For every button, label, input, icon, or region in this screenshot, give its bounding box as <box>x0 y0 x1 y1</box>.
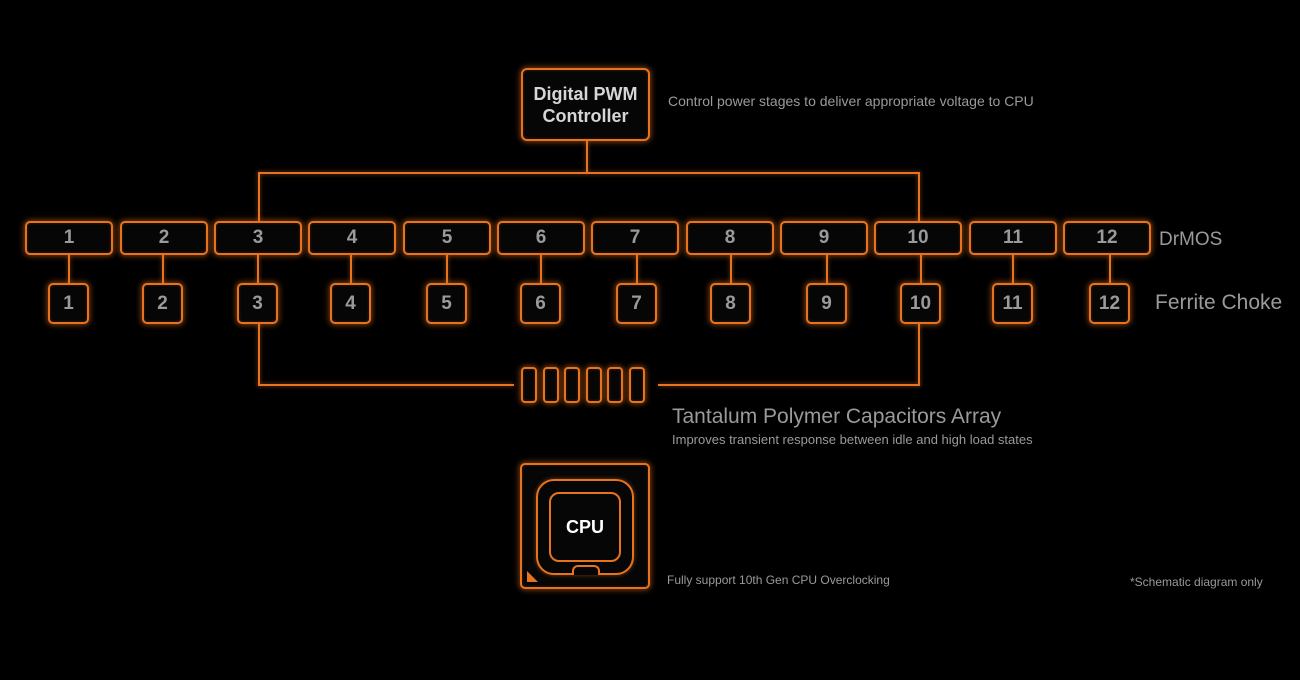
drmos-box: 9 <box>780 221 868 255</box>
ferrite-choke-number: 4 <box>345 292 356 314</box>
drmos-number: 6 <box>535 227 547 248</box>
ferrite-choke-number: 5 <box>441 292 452 314</box>
drmos-number: 7 <box>629 227 641 248</box>
ferrite-choke-number: 12 <box>1098 292 1121 314</box>
ferrite-choke-box: 12 <box>1089 283 1130 324</box>
ferrite-choke-box: 3 <box>237 283 278 324</box>
ferrite-choke-number: 3 <box>252 292 263 314</box>
drmos-box: 5 <box>403 221 491 255</box>
ferrite-choke-box: 2 <box>142 283 183 324</box>
drmos-number: 2 <box>158 227 170 248</box>
schematic-footnote: *Schematic diagram only <box>1130 575 1263 589</box>
capacitor-icon <box>564 367 580 403</box>
drmos-choke-connector <box>636 255 638 284</box>
cpu-die: CPU <box>549 492 621 562</box>
cap-line-left <box>258 384 514 386</box>
ferrite-choke-number: 6 <box>535 292 546 314</box>
ferrite-choke-number: 10 <box>909 292 932 314</box>
drmos-choke-connector <box>1012 255 1014 284</box>
drmos-choke-connector <box>920 255 922 284</box>
drmos-choke-connector <box>730 255 732 284</box>
controller-bus-line <box>258 172 920 174</box>
capacitor-array-title: Tantalum Polymer Capacitors Array <box>672 405 1002 428</box>
cpu-description: Fully support 10th Gen CPU Overclocking <box>667 573 890 587</box>
ferrite-choke-box: 6 <box>520 283 561 324</box>
ferrite-choke-box: 7 <box>616 283 657 324</box>
capacitor-icon <box>607 367 623 403</box>
cpu-chip: CPU <box>520 463 650 589</box>
drmos-choke-connector <box>350 255 352 284</box>
pwm-controller-title-line2: Controller <box>542 105 629 126</box>
pin1-marker-icon <box>527 571 538 582</box>
drmos-number: 4 <box>346 227 358 248</box>
capacitor-array-description: Improves transient response between idle… <box>672 432 1033 447</box>
ferrite-choke-box: 5 <box>426 283 467 324</box>
drmos-box: 11 <box>969 221 1057 255</box>
ferrite-choke-number: 8 <box>725 292 736 314</box>
ferrite-choke-box: 1 <box>48 283 89 324</box>
drmos-choke-connector <box>540 255 542 284</box>
drmos-box: 1 <box>25 221 113 255</box>
drmos-label: DrMOS <box>1159 229 1223 250</box>
drmos-box: 3 <box>214 221 302 255</box>
drmos-number: 9 <box>818 227 830 248</box>
drmos-choke-connector <box>68 255 70 284</box>
capacitor-icon <box>628 367 645 403</box>
ferrite-choke-box: 8 <box>710 283 751 324</box>
drmos-choke-connector <box>257 255 259 284</box>
ferrite-choke-label: Ferrite Choke <box>1155 291 1283 314</box>
pwm-controller-title-line1: Digital PWM <box>533 83 638 104</box>
drmos-box: 8 <box>686 221 774 255</box>
bus-drop-right <box>918 172 920 222</box>
drmos-box: 12 <box>1063 221 1151 255</box>
cpu-notch <box>572 565 600 575</box>
drmos-number: 11 <box>1002 227 1024 248</box>
drmos-number: 3 <box>252 227 264 248</box>
ferrite-choke-box: 11 <box>992 283 1033 324</box>
drmos-choke-connector <box>162 255 164 284</box>
drmos-number: 10 <box>907 227 929 248</box>
drmos-box: 7 <box>591 221 679 255</box>
ferrite-choke-number: 2 <box>157 292 168 314</box>
drmos-number: 5 <box>441 227 453 248</box>
drmos-number: 1 <box>63 227 75 248</box>
drmos-box: 4 <box>308 221 396 255</box>
cpu-socket-frame: CPU <box>536 479 634 575</box>
ferrite-choke-box: 10 <box>900 283 941 324</box>
pwm-controller-description: Control power stages to deliver appropri… <box>668 93 1034 109</box>
ferrite-choke-number: 1 <box>63 292 74 314</box>
ferrite-choke-number: 11 <box>1002 292 1023 314</box>
pwm-controller-box: Digital PWM Controller <box>521 68 650 141</box>
drmos-number: 8 <box>724 227 736 248</box>
capacitor-icon <box>585 367 602 403</box>
drmos-box: 6 <box>497 221 585 255</box>
cpu-label: CPU <box>565 516 604 537</box>
drmos-box: 2 <box>120 221 208 255</box>
ferrite-choke-box: 4 <box>330 283 371 324</box>
ferrite-choke-number: 7 <box>631 292 642 314</box>
drmos-choke-connector <box>826 255 828 284</box>
cap-line-right <box>658 384 920 386</box>
drmos-choke-connector <box>1109 255 1111 284</box>
drmos-choke-connector <box>446 255 448 284</box>
controller-connector <box>586 141 588 173</box>
bus-drop-left <box>258 172 260 222</box>
capacitor-icon <box>521 367 537 403</box>
drmos-box: 10 <box>874 221 962 255</box>
cap-drop-right <box>918 324 920 386</box>
cap-drop-left <box>258 324 260 386</box>
capacitor-icon <box>542 367 559 403</box>
ferrite-choke-box: 9 <box>806 283 847 324</box>
drmos-number: 12 <box>1096 227 1118 248</box>
ferrite-choke-number: 9 <box>821 292 832 314</box>
